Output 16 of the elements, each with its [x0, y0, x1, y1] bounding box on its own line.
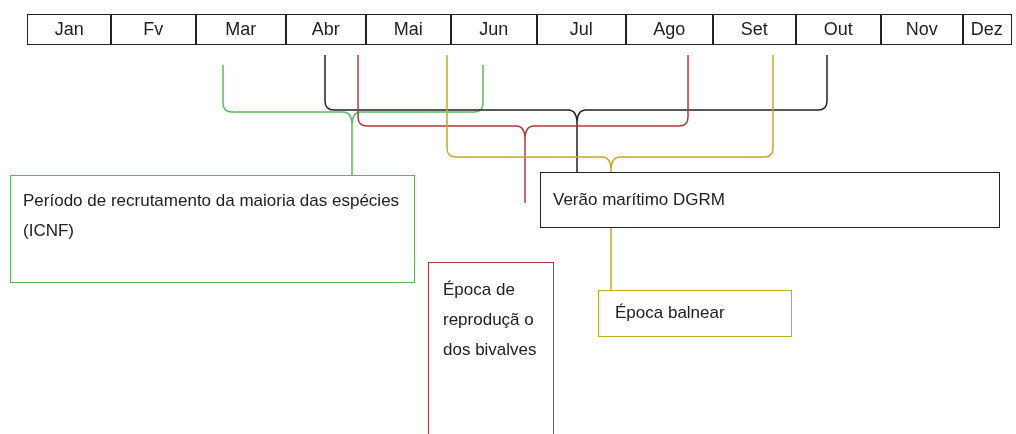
text-box: Época de reproduçã o dos bivalves — [428, 262, 554, 434]
text-box: Período de recrutamento da maioria das espécies (ICNF) — [10, 175, 415, 283]
text-box: Época balnear — [598, 290, 792, 337]
month-cell: Out — [795, 14, 882, 45]
month-cell: Jul — [536, 14, 627, 45]
month-cell: Abr — [285, 14, 367, 45]
month-cell: Mai — [365, 14, 452, 45]
month-cell: Jun — [450, 14, 538, 45]
month-cell: Set — [712, 14, 797, 45]
month-cell: Nov — [880, 14, 964, 45]
text-box: Verão marítimo DGRM — [540, 172, 1000, 228]
month-cell: Mar — [195, 14, 287, 45]
month-cell: Jan — [27, 14, 112, 45]
month-cell: Fv — [110, 14, 197, 45]
month-cell: Dez — [962, 14, 1012, 45]
month-cell: Ago — [625, 14, 714, 45]
